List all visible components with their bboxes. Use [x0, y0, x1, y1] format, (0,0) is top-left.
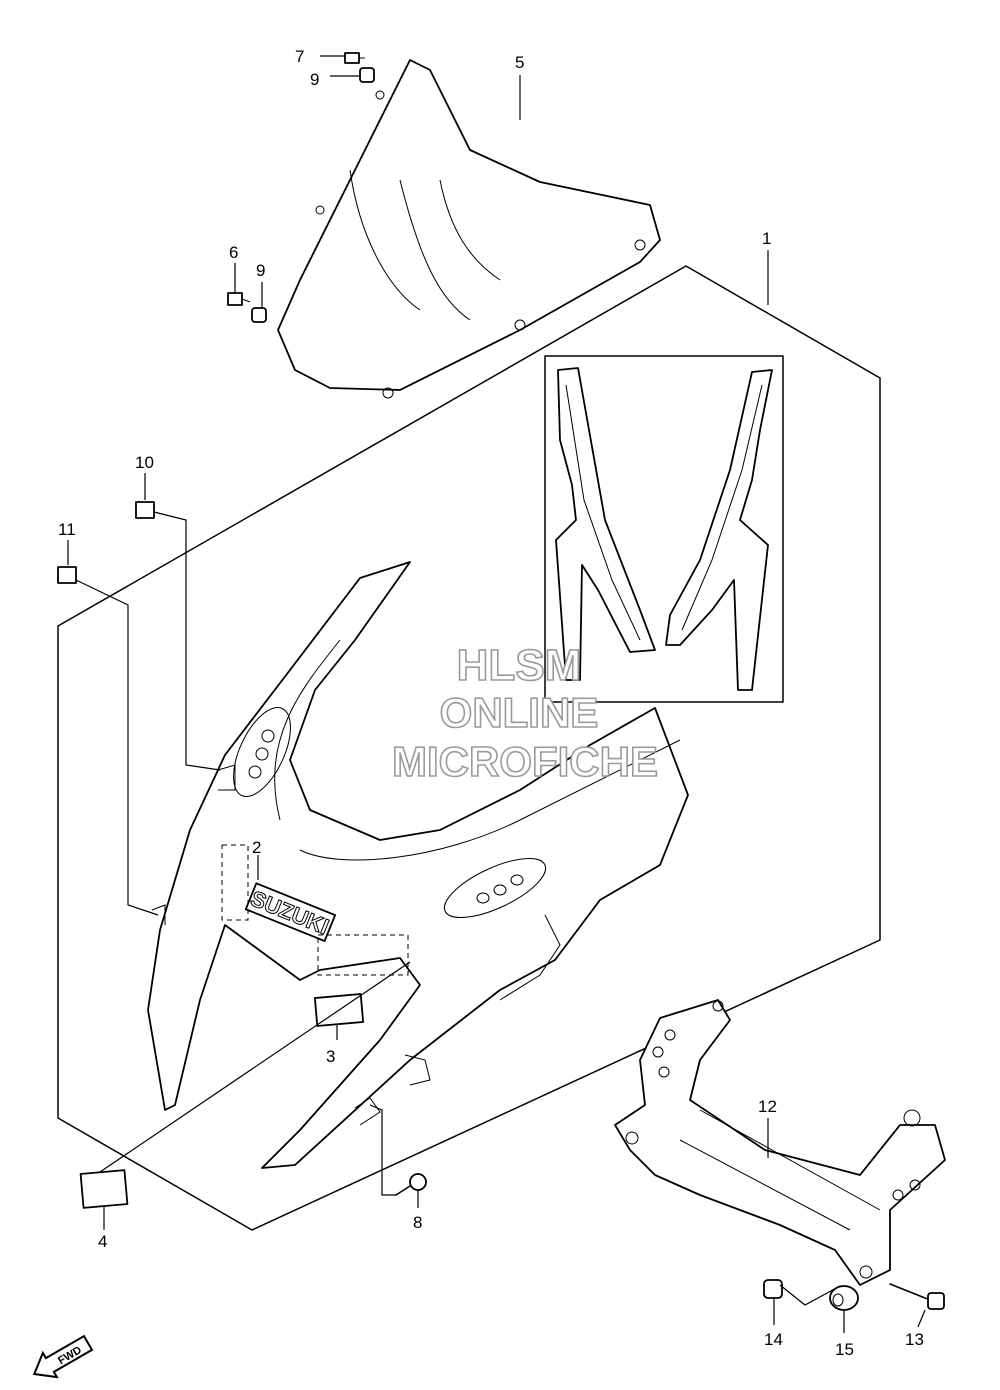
- watermark-line-2: ONLINE: [440, 689, 599, 736]
- watermark-line-1: HLSM: [457, 641, 582, 690]
- bracket-part-12: [614, 999, 946, 1286]
- duct-trim-left: [555, 367, 656, 681]
- screw-part-8: [395, 1173, 427, 1196]
- screw-part-6: [227, 292, 251, 306]
- callout-9-side: 9: [256, 261, 265, 280]
- callout-7: 7: [295, 47, 304, 66]
- callout-4: 4: [98, 1232, 107, 1251]
- screw-part-7: [344, 52, 365, 64]
- clip-nut-part-10: [135, 501, 155, 519]
- callout-13: 13: [905, 1330, 924, 1349]
- callout-9-top: 9: [310, 70, 319, 89]
- callout-12: 12: [758, 1097, 777, 1116]
- callout-1: 1: [762, 229, 771, 248]
- callout-2: 2: [252, 838, 261, 857]
- bushing-part-15: [829, 1285, 859, 1311]
- grommet-part-14: [763, 1279, 783, 1299]
- callout-15: 15: [835, 1340, 854, 1359]
- callout-10: 10: [135, 453, 154, 472]
- nut-part-9-side: [251, 307, 267, 323]
- duct-trim-right: [665, 369, 773, 691]
- pad-part-4: [79, 1169, 129, 1209]
- callout-6: 6: [229, 243, 238, 262]
- nut-part-9-top: [359, 67, 375, 83]
- bolt-part-13: [889, 1283, 945, 1310]
- assembly-outline: [57, 265, 881, 1231]
- callout-3: 3: [326, 1047, 335, 1066]
- callout-11: 11: [58, 520, 76, 539]
- callout-5: 5: [515, 53, 524, 72]
- inset-box: [544, 355, 784, 703]
- clip-nut-part-11: [57, 566, 77, 584]
- upper-cowling: [147, 561, 689, 1169]
- watermark-line-3: MICROFICHE: [392, 738, 658, 785]
- callout-8: 8: [413, 1213, 422, 1232]
- windscreen: [277, 59, 661, 399]
- callout-14: 14: [764, 1330, 783, 1349]
- fwd-arrow-icon: FWD: [32, 1334, 94, 1379]
